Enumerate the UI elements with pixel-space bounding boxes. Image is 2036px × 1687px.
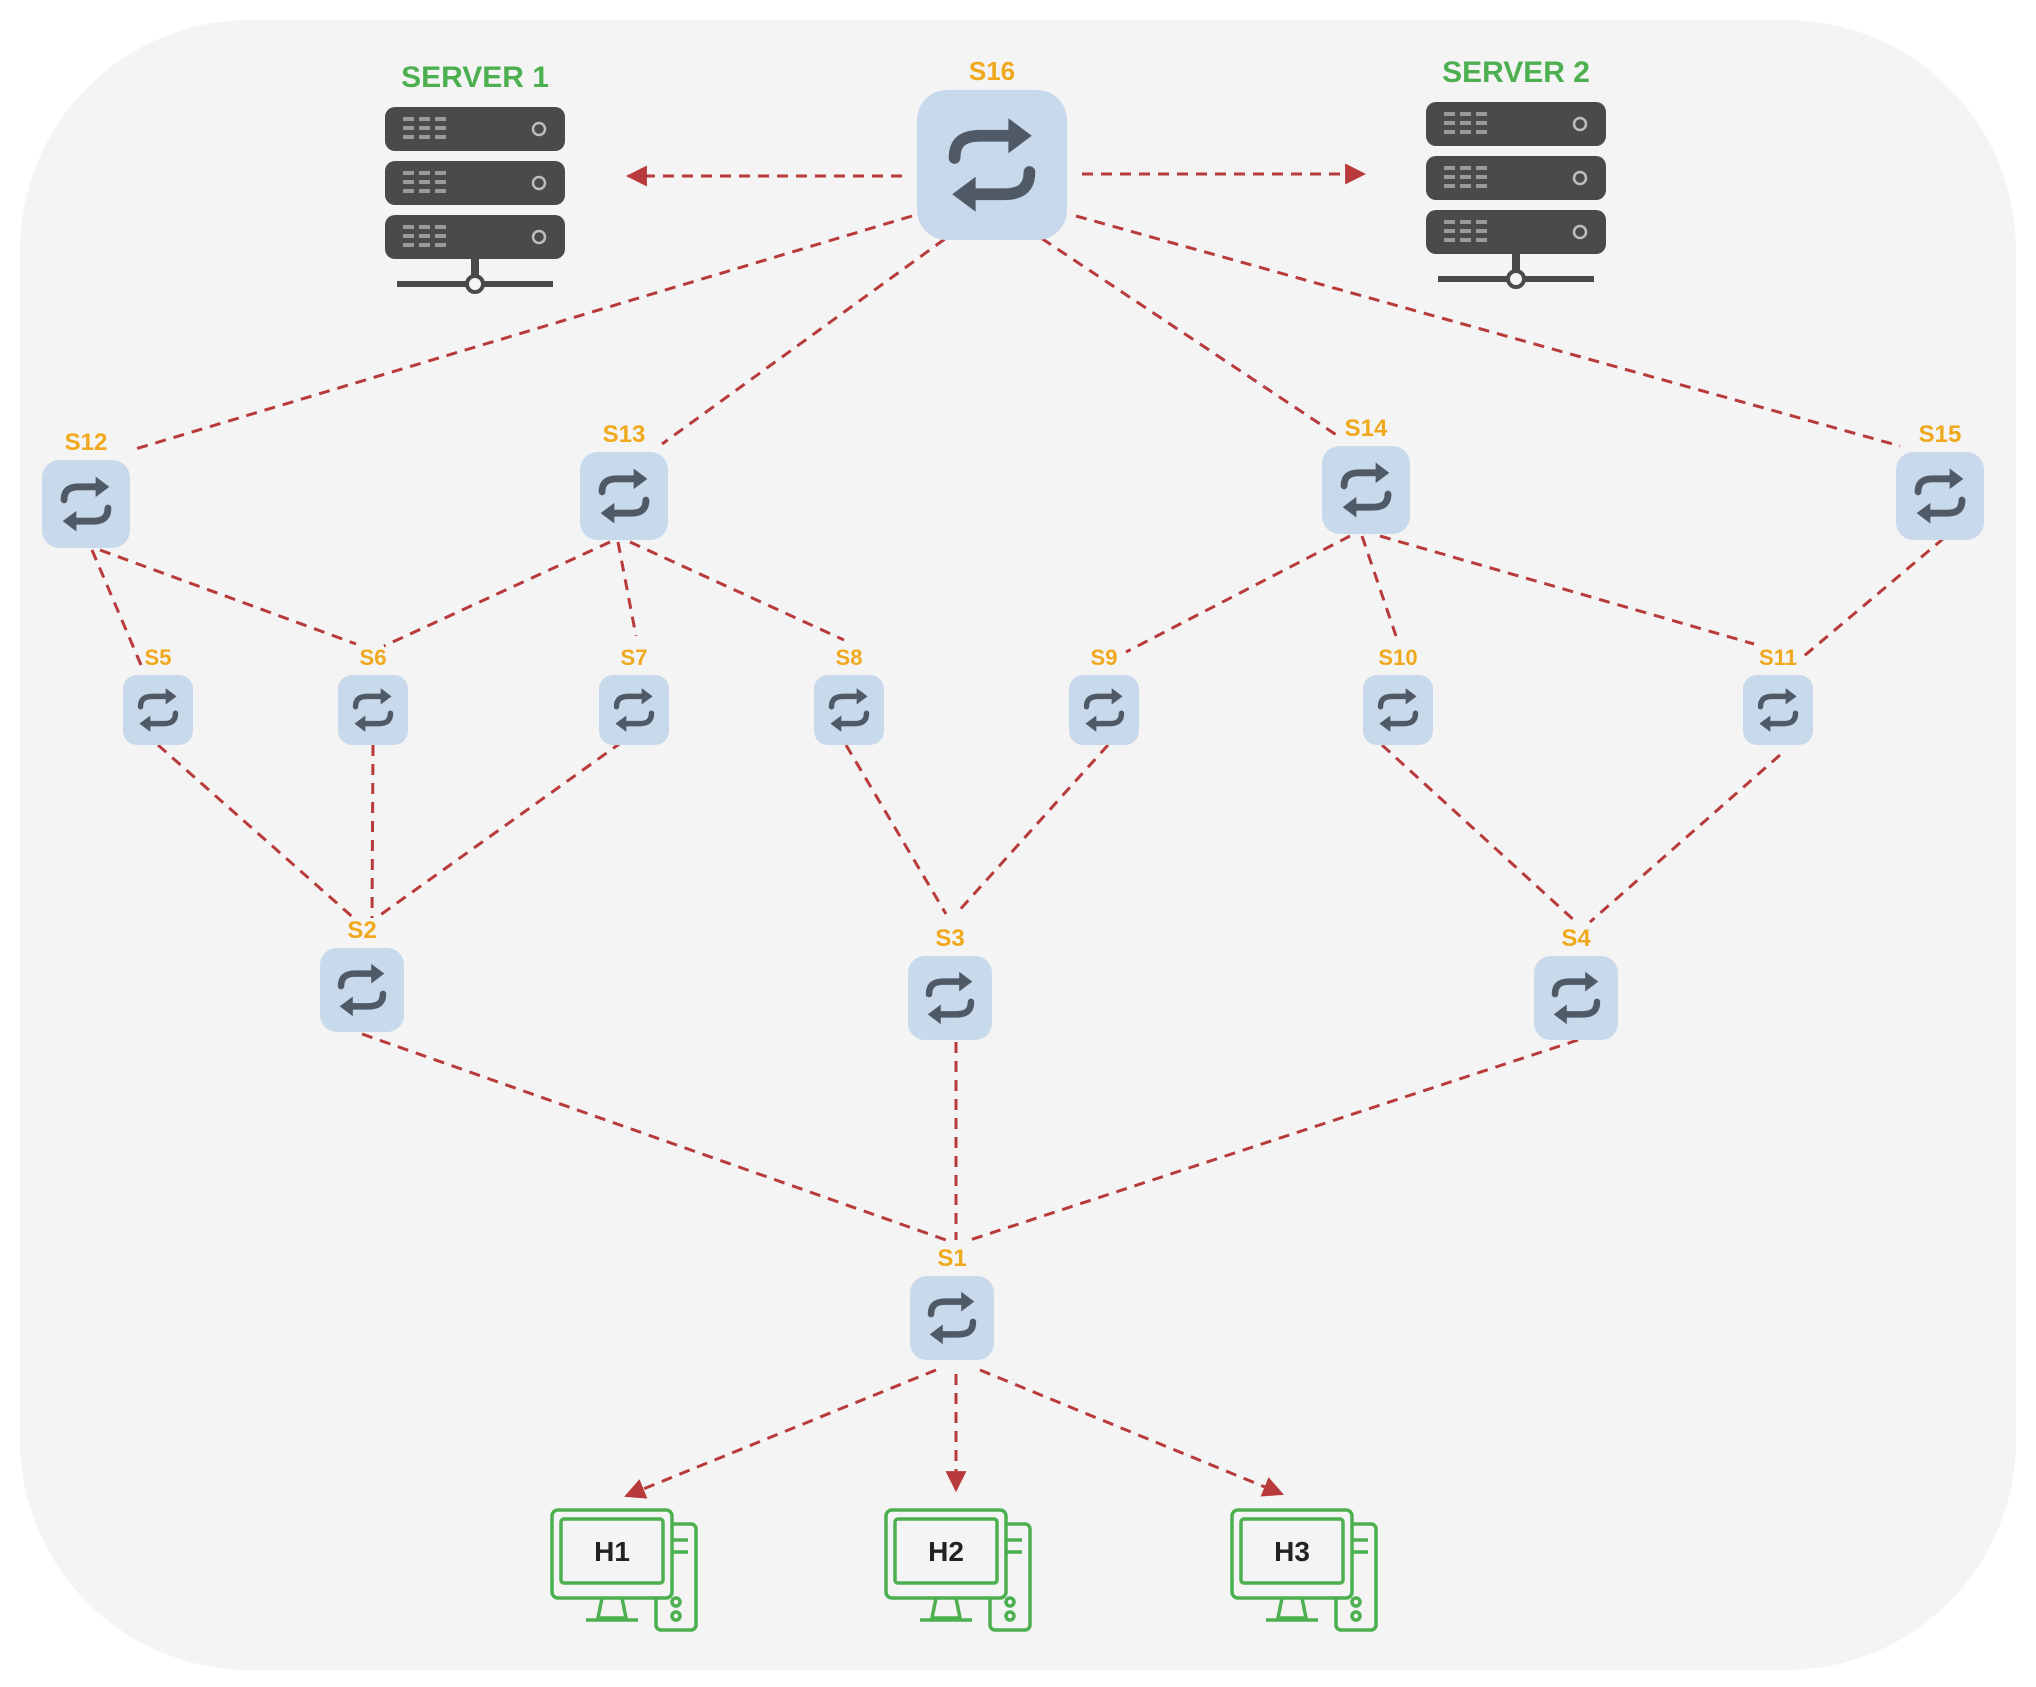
switch-s1[interactable]: S1 [910, 1245, 994, 1360]
switch-box [42, 460, 130, 548]
switch-box [1069, 675, 1139, 745]
server-label: SERVER 1 [401, 61, 549, 94]
host-h1[interactable]: H1 [550, 1508, 698, 1632]
link-s16-s13 [661, 226, 961, 446]
link-s8-s3 [844, 744, 948, 915]
switch-s4[interactable]: S4 [1534, 925, 1618, 1040]
server-rack-icon [385, 107, 565, 294]
switch-s11[interactable]: S11 [1743, 645, 1813, 745]
switch-label: S15 [1919, 421, 1962, 448]
switch-label: S3 [935, 925, 964, 952]
switch-s15[interactable]: S15 [1896, 421, 1984, 540]
switch-s13[interactable]: S13 [580, 421, 668, 540]
switch-box [1322, 446, 1410, 534]
switch-s10[interactable]: S10 [1363, 645, 1433, 745]
switch-box [580, 452, 668, 540]
switch-box [908, 956, 992, 1040]
switch-label: S4 [1561, 925, 1591, 952]
switch-label: S13 [603, 421, 646, 448]
host-h3[interactable]: H3 [1230, 1508, 1378, 1632]
link-s11-s4 [1589, 753, 1781, 924]
link-s1-h1 [624, 1368, 937, 1499]
switch-s12[interactable]: S12 [42, 429, 130, 548]
link-s13-s6 [383, 540, 611, 648]
link-s9-s3 [954, 743, 1110, 916]
switch-box [320, 948, 404, 1032]
host-label: H3 [1274, 1536, 1310, 1567]
link-s12-s5 [90, 549, 146, 673]
host-label: H1 [594, 1536, 630, 1567]
switch-box [1896, 452, 1984, 540]
switch-label: S2 [347, 917, 376, 944]
switch-label: S9 [1091, 645, 1118, 670]
link-s13-s8 [629, 540, 845, 642]
switch-label: S11 [1759, 645, 1797, 670]
switch-s3[interactable]: S3 [908, 925, 992, 1040]
server-rack-icon [1426, 102, 1606, 289]
switch-s7[interactable]: S7 [599, 645, 669, 745]
switch-box [1534, 956, 1618, 1040]
link-s13-s7 [616, 541, 638, 637]
host-label: H2 [928, 1536, 964, 1567]
link-s14-s10 [1360, 535, 1398, 637]
switch-label: S7 [621, 645, 648, 670]
link-s7-s2 [375, 740, 623, 920]
switch-box [123, 675, 193, 745]
switch-box [910, 1276, 994, 1360]
switch-box [917, 90, 1067, 240]
switch-s6[interactable]: S6 [338, 645, 408, 745]
switch-s9[interactable]: S9 [1069, 645, 1139, 745]
switch-box [1363, 675, 1433, 745]
switch-s16[interactable]: S16 [917, 56, 1067, 240]
link-s15-s11 [1803, 536, 1945, 658]
switch-label: S6 [360, 645, 387, 670]
link-s14-s11 [1379, 534, 1755, 646]
switch-box [338, 675, 408, 745]
link-s10-s4 [1380, 743, 1578, 924]
switch-s14[interactable]: S14 [1322, 415, 1410, 534]
switch-box [599, 675, 669, 745]
switch-label: S8 [836, 645, 863, 670]
switch-s5[interactable]: S5 [123, 645, 193, 745]
server-label: SERVER 2 [1442, 56, 1590, 89]
server-server1[interactable]: SERVER 1 [385, 61, 565, 294]
desktop-computer-icon [884, 1508, 1032, 1632]
switch-box [1743, 675, 1813, 745]
desktop-computer-icon [1230, 1508, 1378, 1632]
switch-box [814, 675, 884, 745]
switch-s2[interactable]: S2 [320, 917, 404, 1032]
link-s16-s12 [131, 214, 913, 452]
link-s16-s14 [1025, 226, 1339, 438]
link-s12-s6 [99, 548, 357, 646]
switch-s8[interactable]: S8 [814, 645, 884, 745]
switch-label: S14 [1345, 415, 1388, 442]
switch-label: S5 [145, 645, 172, 670]
link-s5-s2 [157, 743, 357, 922]
link-s4-s1 [969, 1038, 1579, 1242]
switch-label: S10 [1378, 645, 1417, 670]
link-s2-s1 [361, 1032, 947, 1242]
host-h2[interactable]: H2 [884, 1508, 1032, 1632]
switch-label: S1 [937, 1245, 966, 1272]
switch-label: S16 [969, 56, 1015, 86]
desktop-computer-icon [550, 1508, 698, 1632]
link-s16-s15 [1075, 214, 1901, 448]
switch-label: S12 [65, 429, 108, 456]
link-s14-s9 [1125, 534, 1351, 654]
links-layer [90, 163, 1945, 1499]
link-s1-h3 [979, 1368, 1284, 1497]
link-s6-s2 [370, 744, 375, 919]
server-server2[interactable]: SERVER 2 [1426, 56, 1606, 289]
